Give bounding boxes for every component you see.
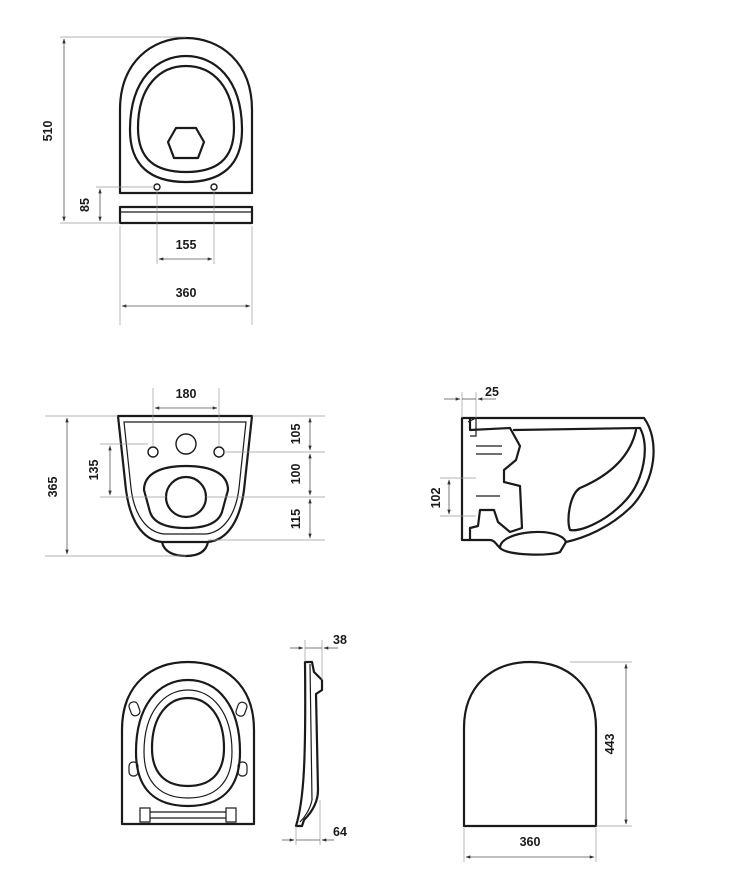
rear-view-fixing-hole-right bbox=[213, 446, 225, 458]
rear-view-bottom-offset-label: 115 bbox=[289, 509, 303, 529]
seat-ring-outer bbox=[134, 678, 242, 808]
rear-view-fixing-hole-left bbox=[147, 446, 159, 458]
rear-view-height-label: 365 bbox=[46, 477, 60, 498]
seat-side-bottom-thickness-label: 64 bbox=[333, 825, 347, 839]
seat-lid-outline bbox=[120, 660, 256, 826]
top-view-fixing-hole-right bbox=[210, 183, 218, 191]
rear-view-top-offset-label: 105 bbox=[289, 424, 303, 445]
lid-depth-label: 443 bbox=[603, 734, 617, 755]
seat-bumper-top-left bbox=[128, 701, 141, 717]
side-section-wall-offset-label: 25 bbox=[485, 385, 499, 399]
top-view-wall-flange bbox=[118, 205, 254, 225]
side-section-trap bbox=[468, 416, 524, 542]
rear-view-outlet-spigot bbox=[160, 540, 210, 558]
top-view-fixing-hole-left bbox=[153, 183, 161, 191]
seat-side-top-thickness-label: 38 bbox=[333, 633, 347, 647]
side-section-bowl-inner bbox=[512, 426, 646, 532]
rear-view-middle-offset-label: 100 bbox=[289, 464, 303, 485]
rear-view-outlet-cradle bbox=[142, 464, 230, 530]
top-view-fixing-spacing-label: 155 bbox=[176, 238, 197, 252]
top-view-depth-label: 510 bbox=[41, 121, 55, 142]
seat-hinge-right bbox=[225, 807, 237, 823]
side-section-trap-bottom bbox=[498, 530, 568, 550]
seat-ring-middle bbox=[143, 689, 233, 799]
seat-ring-inner bbox=[150, 696, 226, 788]
rear-view-fixing-height-label: 135 bbox=[87, 460, 101, 481]
lid-width-label: 360 bbox=[520, 835, 541, 849]
lid-outline bbox=[462, 660, 598, 828]
seat-hinge-left bbox=[139, 807, 151, 823]
top-view-rim-outer bbox=[128, 54, 244, 184]
top-view: 510 85 155 360 bbox=[41, 36, 254, 325]
seat-side-view: 38 64 bbox=[282, 633, 347, 845]
top-view-bowl-outline bbox=[118, 36, 254, 195]
seat-bumper-top-right bbox=[235, 701, 248, 717]
seat-top-view bbox=[120, 660, 256, 826]
rear-view-fixing-spacing-label: 180 bbox=[176, 387, 197, 401]
side-section-view: 25 102 bbox=[429, 385, 655, 556]
top-view-trap-opening bbox=[166, 126, 206, 160]
lid-top-view: 443 360 bbox=[462, 660, 632, 862]
rear-view: 180 365 135 105 100 115 bbox=[45, 387, 325, 558]
rear-view-inner-outline bbox=[123, 421, 247, 535]
rear-view-water-inlet bbox=[175, 433, 197, 455]
seat-bumper-bottom-right bbox=[237, 761, 248, 777]
side-section-outlet-height-label: 102 bbox=[429, 488, 443, 509]
top-view-fixing-offset-label: 85 bbox=[78, 198, 92, 212]
top-view-width-label: 360 bbox=[176, 286, 197, 300]
rear-view-outlet bbox=[164, 475, 208, 519]
top-view-rim-inner bbox=[136, 64, 236, 174]
seat-side-outline bbox=[294, 660, 324, 828]
seat-bumper-bottom-left bbox=[128, 761, 139, 777]
